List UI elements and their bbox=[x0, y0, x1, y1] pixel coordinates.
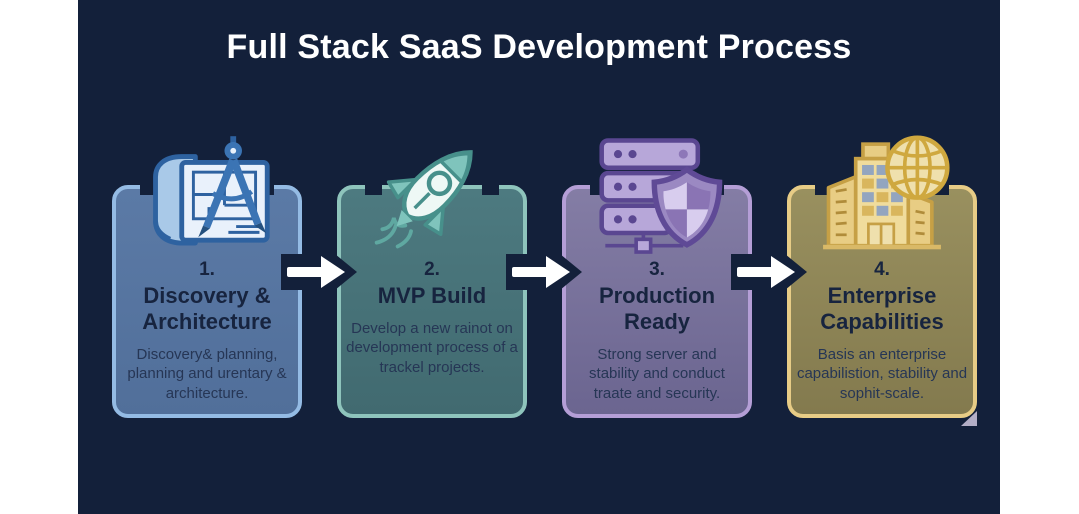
step-description: Strong server and stability and conduct … bbox=[589, 345, 725, 402]
corner-fold-decoration bbox=[961, 411, 977, 426]
step-number: 3. bbox=[649, 259, 665, 280]
step-heading: Discovery & Architecture bbox=[142, 283, 272, 334]
process-arrow-icon bbox=[727, 244, 811, 300]
step-heading: MVP Build bbox=[377, 283, 487, 308]
border-notch bbox=[482, 179, 499, 195]
step-card-production-ready: 3. Production Ready Strong server and st… bbox=[562, 138, 752, 418]
page-title: Full Stack SaaS Development Process bbox=[226, 28, 852, 66]
infographic-panel: Full Stack SaaS Development Process bbox=[78, 0, 1000, 514]
step-number: 2. bbox=[424, 259, 440, 280]
border-notch bbox=[140, 179, 157, 195]
step-description: Develop a new rainot on development proc… bbox=[346, 319, 518, 376]
border-notch bbox=[365, 179, 382, 195]
rocket-icon bbox=[364, 132, 500, 256]
process-arrow-icon bbox=[502, 244, 586, 300]
server-shield-icon bbox=[589, 132, 725, 256]
step-card-enterprise-capabilities: 4. Enterprise Capabilities Basis an ente… bbox=[787, 135, 977, 426]
step-number: 1. bbox=[199, 259, 215, 280]
step-description: Basis an enterprise capabilistion, stabi… bbox=[796, 345, 968, 402]
step-heading: Production Ready bbox=[598, 283, 716, 334]
step-number: 4. bbox=[874, 259, 890, 280]
building-globe-icon bbox=[814, 132, 950, 256]
step-description: Discovery& planning, planning and urenta… bbox=[127, 345, 287, 402]
step-card-mvp-build: 2. MVP Build Develop a new rainot on dev… bbox=[337, 150, 527, 418]
blueprint-compass-icon bbox=[139, 132, 275, 256]
process-arrow-icon bbox=[277, 244, 361, 300]
step-card-discovery-architecture: 1. Discovery & Architecture Discovery& p… bbox=[112, 136, 302, 418]
step-heading: Enterprise Capabilities bbox=[820, 283, 944, 334]
